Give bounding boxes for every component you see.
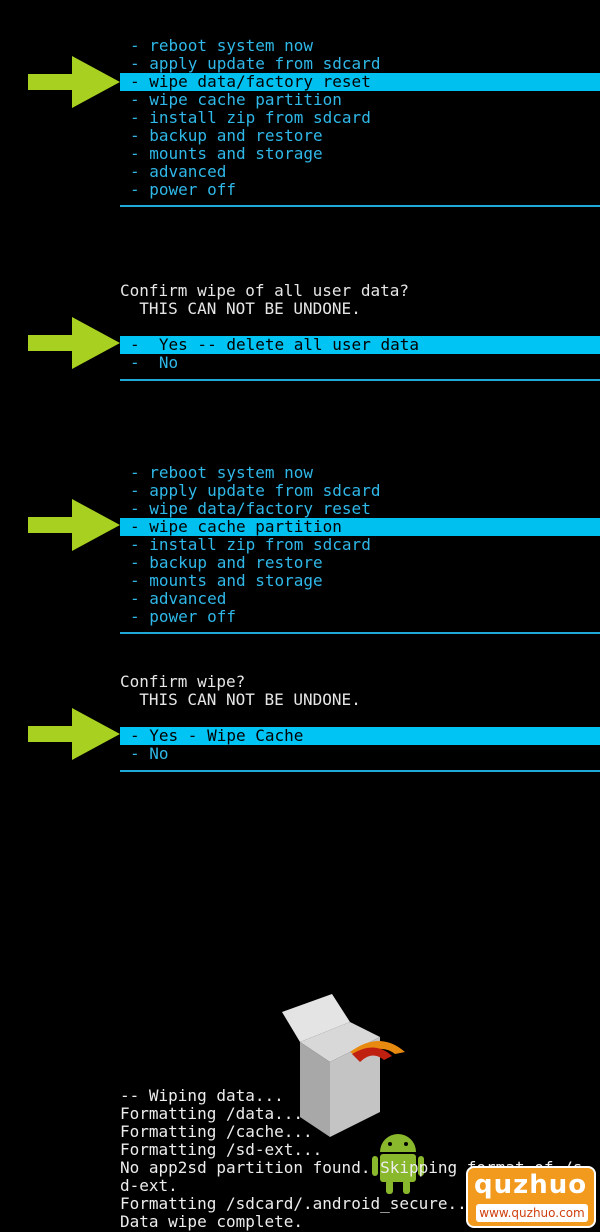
menu-item-wipe-data[interactable]: - wipe data/factory reset — [130, 499, 371, 518]
arrow-right-icon — [28, 56, 120, 108]
menu-item-advanced[interactable]: - advanced — [130, 589, 227, 608]
confirm-prompt: Confirm wipe of all user data? — [120, 281, 409, 300]
menu-item-power-off[interactable]: - power off — [130, 607, 236, 626]
menu-item-advanced[interactable]: - advanced — [130, 162, 227, 181]
menu-item-wipe-cache[interactable]: - wipe cache partition — [130, 90, 342, 109]
confirm-no-option[interactable]: - No — [130, 353, 179, 372]
menu-item-reboot[interactable]: - reboot system now — [130, 463, 314, 482]
confirm-warning: THIS CAN NOT BE UNDONE. — [120, 690, 361, 709]
log-line: Formatting /cache... — [120, 1122, 313, 1141]
install-box-icon — [282, 994, 405, 1137]
arrow-right-icon — [28, 317, 120, 369]
confirm-no-option[interactable]: - No — [130, 744, 169, 763]
confirm-divider — [120, 379, 600, 381]
menu-item-install-zip[interactable]: - install zip from sdcard — [130, 535, 371, 554]
menu-item-apply-update[interactable]: - apply update from sdcard — [130, 54, 381, 73]
menu-item-apply-update[interactable]: - apply update from sdcard — [130, 481, 381, 500]
confirm-divider — [120, 770, 600, 772]
menu-item-power-off[interactable]: - power off — [130, 180, 236, 199]
menu-item-backup[interactable]: - backup and restore — [130, 126, 323, 145]
log-line: d-ext. — [120, 1176, 178, 1195]
arrow-right-icon — [28, 708, 120, 760]
menu-item-wipe-data[interactable]: - wipe data/factory reset — [120, 73, 600, 91]
menu-divider — [120, 632, 600, 634]
menu-item-wipe-cache[interactable]: - wipe cache partition — [120, 518, 600, 536]
menu-item-mounts[interactable]: - mounts and storage — [130, 571, 323, 590]
confirm-yes-option[interactable]: - Yes - Wipe Cache — [120, 727, 600, 745]
arrow-right-icon — [28, 499, 120, 551]
menu-item-mounts[interactable]: - mounts and storage — [130, 144, 323, 163]
confirm-warning: THIS CAN NOT BE UNDONE. — [120, 299, 361, 318]
confirm-yes-option[interactable]: - Yes -- delete all user data — [120, 336, 600, 354]
menu-item-backup[interactable]: - backup and restore — [130, 553, 323, 572]
watermark-url: www.quzhuo.com — [476, 1204, 588, 1222]
menu-item-install-zip[interactable]: - install zip from sdcard — [130, 108, 371, 127]
log-line: Data wipe complete. — [120, 1212, 304, 1231]
android-robot-icon — [372, 1134, 424, 1194]
log-line: No app2sd partition found. Skipping form… — [120, 1158, 583, 1177]
menu-item-reboot[interactable]: - reboot system now — [130, 36, 314, 55]
watermark-logo: quzhuo — [474, 1170, 588, 1200]
confirm-prompt: Confirm wipe? — [120, 672, 246, 691]
menu-divider — [120, 205, 600, 207]
log-line: Formatting /sd-ext... — [120, 1140, 323, 1159]
log-line: Formatting /data... — [120, 1104, 304, 1123]
quzhuo-watermark: quzhuo www.quzhuo.com — [466, 1166, 596, 1228]
log-line: Formatting /sdcard/.android_secure... — [120, 1194, 477, 1213]
log-line: -- Wiping data... — [120, 1086, 284, 1105]
